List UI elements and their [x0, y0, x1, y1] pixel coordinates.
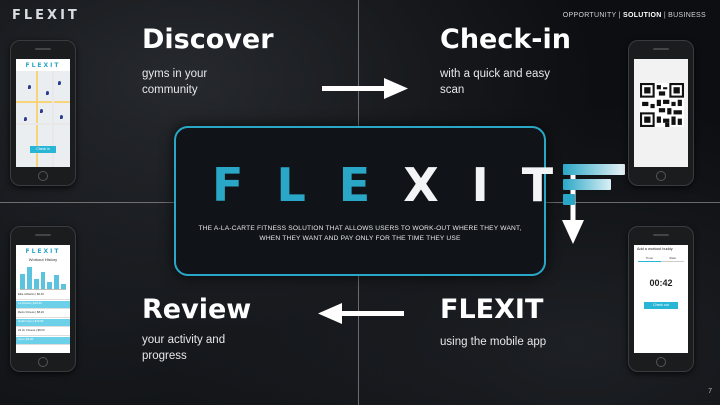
gym-pin-icon[interactable]: [46, 91, 49, 95]
check-out-button[interactable]: Check out: [644, 302, 678, 309]
app-logo: FLEXIT: [25, 248, 61, 255]
page-number: 7: [708, 388, 712, 395]
logo-letter-f: F: [212, 158, 244, 212]
brand-logo: FLEXIT: [12, 8, 80, 23]
home-button: [656, 357, 666, 367]
map-road: [16, 101, 70, 103]
phone-speaker: [35, 48, 51, 50]
phone-speaker: [653, 48, 669, 50]
qr-code-icon: [640, 83, 684, 127]
logo-letter-l: L: [276, 158, 306, 212]
logo-letter-t: T: [521, 158, 554, 212]
history-row[interactable]: La Fitness | $12.60: [16, 301, 70, 309]
gym-pin-icon[interactable]: [60, 115, 63, 119]
arrow-right-icon: [322, 78, 408, 99]
map-road: [36, 71, 38, 167]
history-row[interactable]: 24 Hr. Fitness | $8.00: [16, 328, 70, 336]
flexit-description: using the mobile app: [440, 336, 547, 348]
phone-map-screen: FLEXIT Check in: [10, 40, 76, 186]
flexit-description-text: THE A-LA-CARTE FITNESS SOLUTION THAT ALL…: [198, 225, 522, 242]
phone-screen: [634, 59, 688, 167]
map-road: [52, 71, 54, 167]
app-logo: FLEXIT: [25, 62, 61, 69]
gym-map[interactable]: Check in: [16, 71, 70, 167]
phone-screen: FLEXIT Check in: [16, 59, 70, 167]
workout-history-chart: [20, 264, 67, 290]
tagline-active: SOLUTION: [623, 12, 662, 19]
history-row[interactable]: Gym | $4.20: [16, 337, 70, 345]
arrow-left-icon: [318, 303, 404, 324]
flexit-summary-card: F L E X I T THE A-LA-CARTE FITNESS SOLUT…: [174, 126, 626, 276]
section-tagline: OPPORTUNITY | SOLUTION | BUSINESS: [562, 12, 706, 19]
map-road: [16, 123, 70, 125]
gym-pin-icon[interactable]: [24, 117, 27, 121]
phone-timer-screen: Add a workout buddy Timer Stats 00:42 Ch…: [628, 226, 694, 372]
gym-pin-icon[interactable]: [40, 109, 43, 113]
logo-letter-i: I: [471, 158, 489, 212]
logo-letter-e: E: [338, 158, 371, 212]
phone-speaker: [35, 234, 51, 236]
home-button: [656, 171, 666, 181]
timer-tabs: Timer Stats: [638, 256, 684, 262]
phone-speaker: [653, 234, 669, 236]
history-row[interactable]: Elite Athletics | $6.40: [16, 292, 70, 300]
gym-pin-icon[interactable]: [58, 81, 61, 85]
tab-timer[interactable]: Timer: [638, 256, 661, 262]
add-workout-buddy-label[interactable]: Add a workout buddy: [637, 247, 673, 251]
review-heading: Review: [142, 294, 252, 325]
phone-screen: FLEXIT Workout History Elite Athletics |…: [16, 245, 70, 353]
home-button: [38, 357, 48, 367]
history-row[interactable]: Gold's Gym | $10.80: [16, 319, 70, 327]
discover-heading: Discover: [142, 24, 274, 55]
logo-letter-x: X: [403, 158, 439, 212]
flexit-heading: FLEXIT: [440, 294, 544, 325]
gym-pin-icon[interactable]: [28, 85, 31, 89]
phone-screen: Add a workout buddy Timer Stats 00:42 Ch…: [634, 245, 688, 353]
workout-timer: 00:42: [649, 278, 673, 288]
phone-history-screen: FLEXIT Workout History Elite Athletics |…: [10, 226, 76, 372]
flexit-wordmark: F L E X I T: [212, 158, 626, 212]
flexit-mark-icon: [563, 162, 626, 208]
phone-qr-screen: [628, 40, 694, 186]
home-button: [38, 171, 48, 181]
tab-stats[interactable]: Stats: [661, 256, 684, 262]
checkin-heading: Check-in: [440, 24, 571, 55]
history-row[interactable]: Retro Fitness | $8.20: [16, 310, 70, 318]
workout-history-title: Workout History: [28, 257, 58, 262]
check-in-button[interactable]: Check in: [30, 146, 56, 153]
